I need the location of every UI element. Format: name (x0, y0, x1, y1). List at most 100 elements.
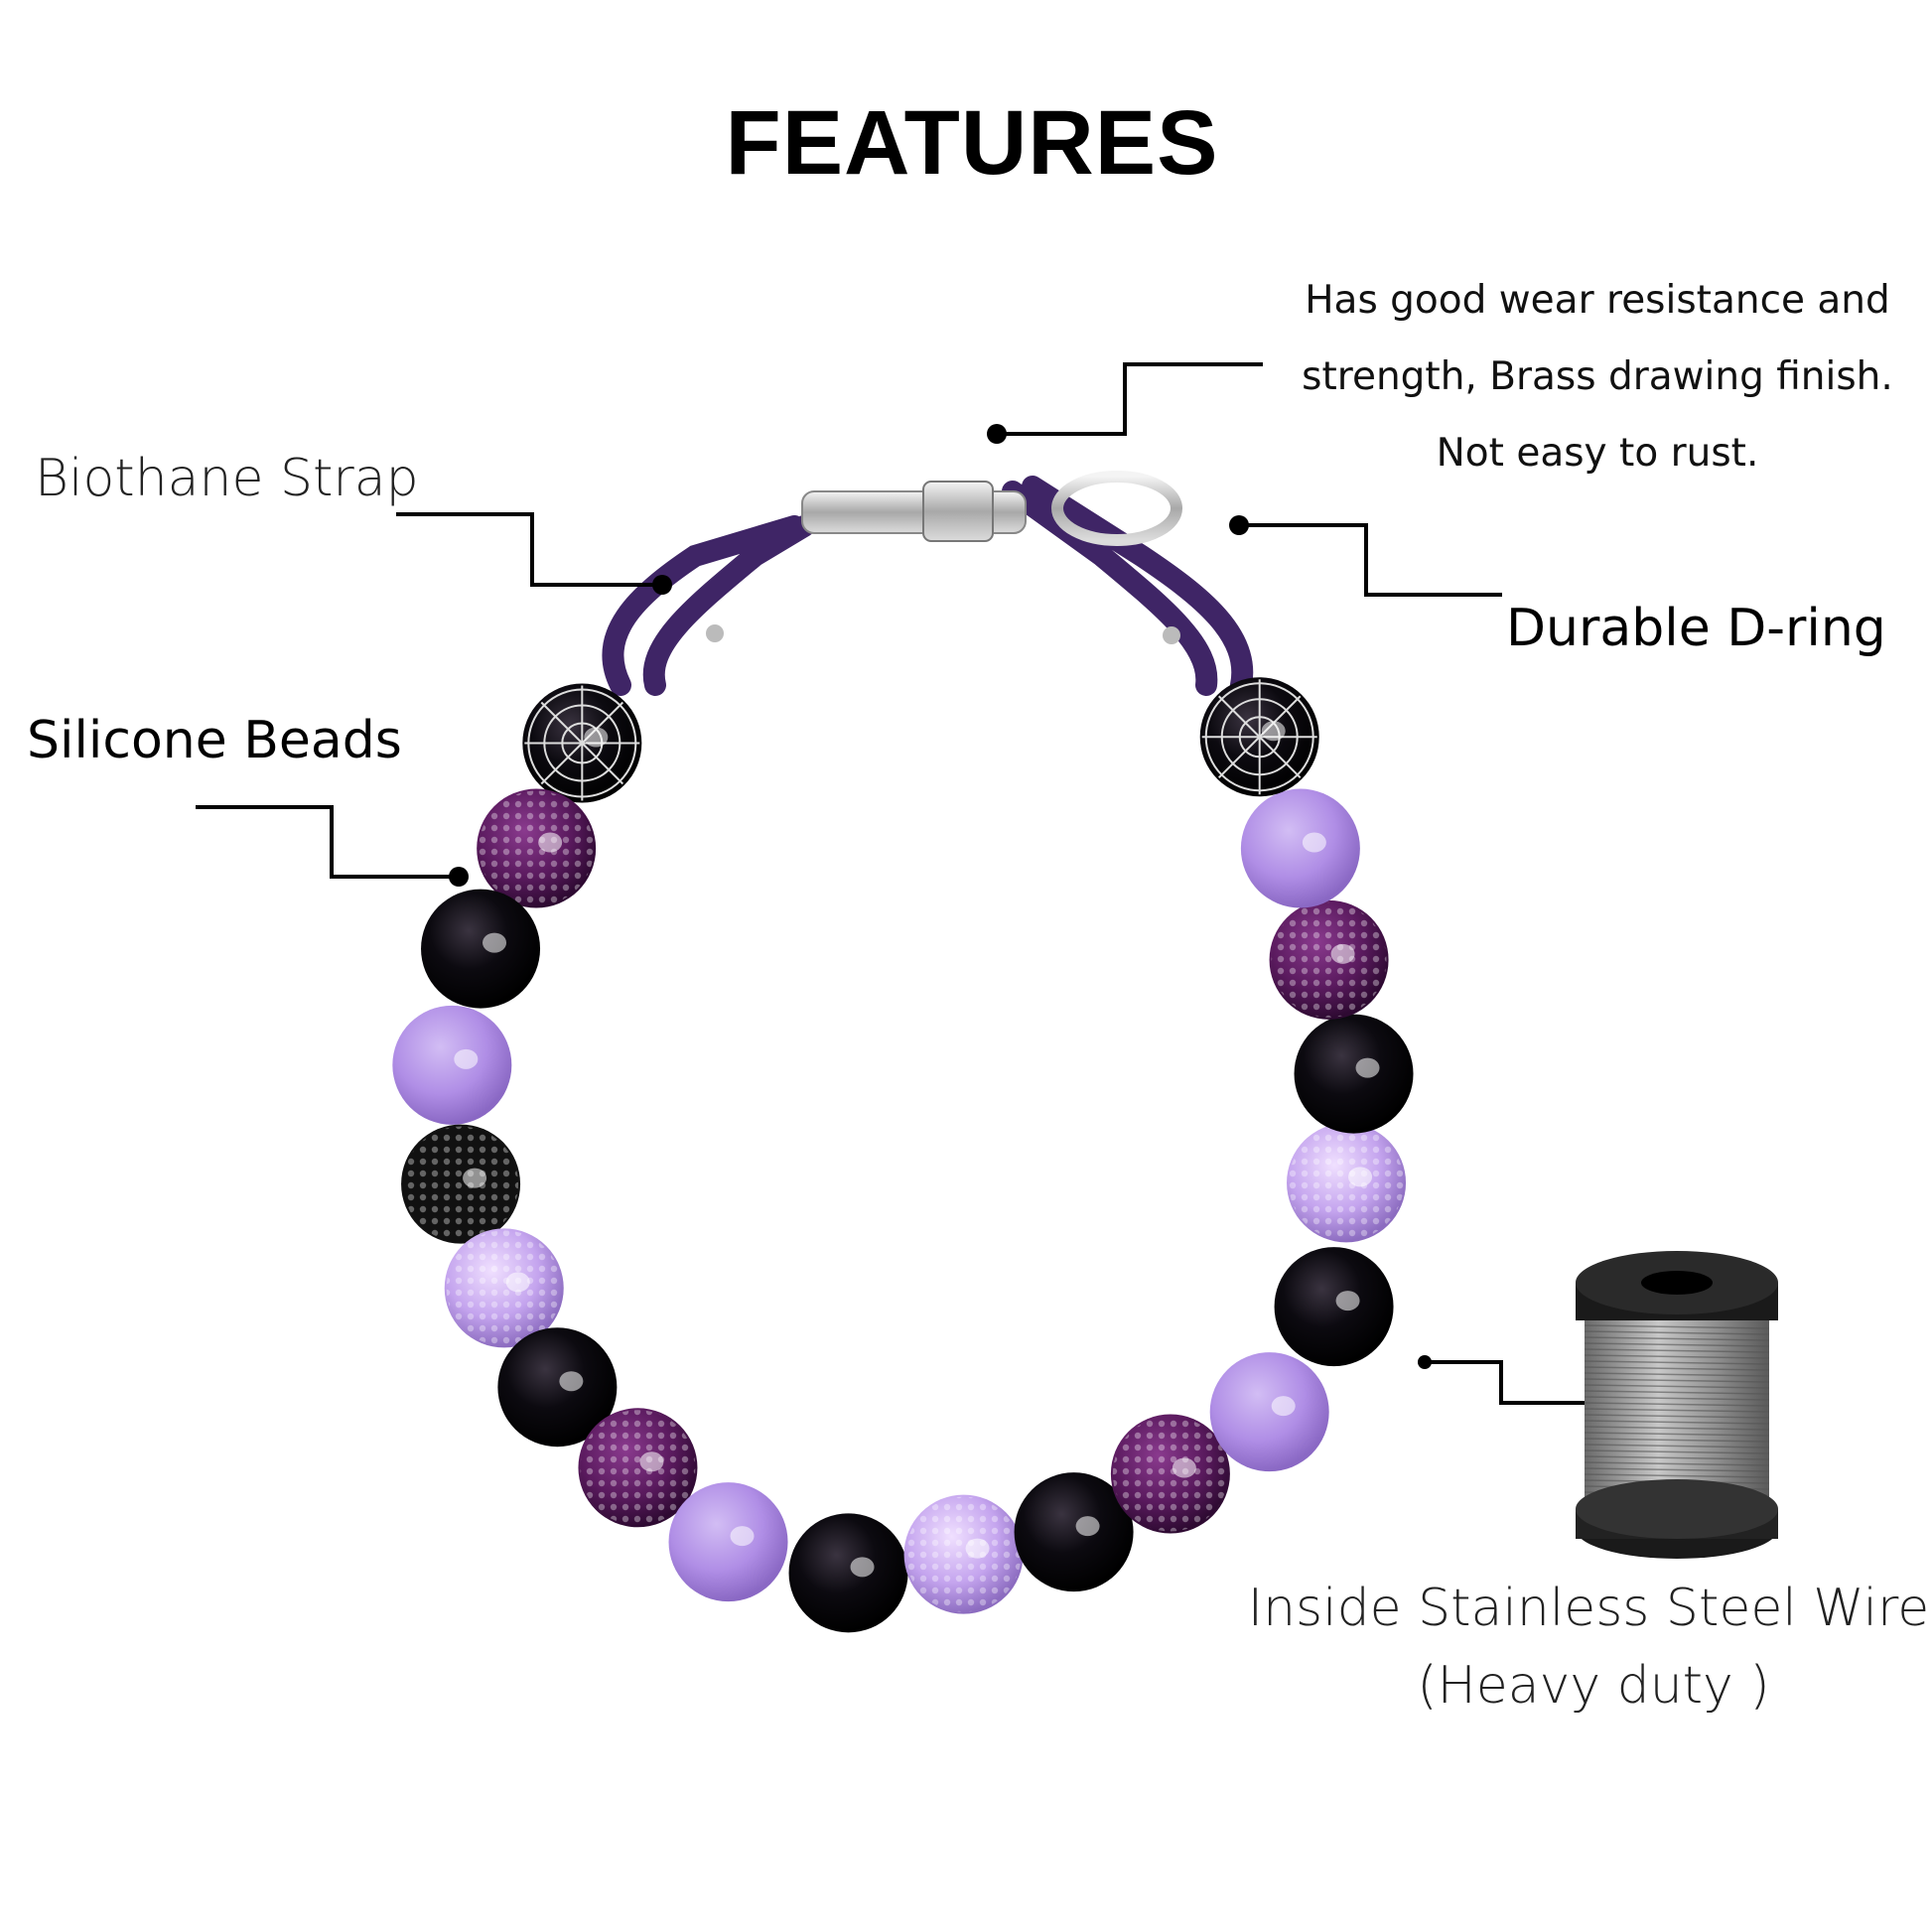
bead-texture (1112, 1416, 1228, 1532)
wire-winding (1584, 1426, 1770, 1431)
wire-winding (1584, 1444, 1770, 1449)
clasp-description-line: Not easy to rust. (1436, 431, 1759, 476)
wire-winding (1584, 1467, 1770, 1472)
spiderweb-ring (543, 704, 621, 782)
facet-bead (788, 1513, 908, 1633)
bead-highlight (1335, 1291, 1360, 1311)
spiderweb-line (540, 742, 584, 785)
bead-highlight (483, 932, 507, 953)
beads-leader-line (196, 805, 459, 879)
biothane-strap-label: Biothane Strap (35, 449, 419, 508)
wire-winding (1584, 1360, 1770, 1365)
wire-winding (1584, 1324, 1770, 1329)
wire-winding (1584, 1336, 1770, 1341)
bead-texture (905, 1496, 1022, 1612)
bead-highlight (639, 1451, 664, 1472)
spiderweb-line (1259, 736, 1302, 778)
bead-highlight (559, 1371, 584, 1392)
biothane-strap (602, 476, 1254, 696)
wire-winding (1584, 1348, 1770, 1353)
bead-texture (1271, 901, 1387, 1018)
leader-lines (196, 362, 1586, 1405)
spiderweb-line (1217, 736, 1261, 778)
clasp-pointer-dot (987, 424, 1007, 444)
bead-highlight (505, 1272, 530, 1293)
wire-label-line1: Inside Stainless Steel Wire (1247, 1579, 1930, 1638)
wire-pointer-dot (1418, 1355, 1432, 1369)
bead-highlight (1355, 1057, 1380, 1078)
durable-d-ring-label: Durable D-ring (1506, 599, 1886, 658)
page-title: FEATURES (725, 92, 1219, 194)
bead-highlight (538, 832, 563, 853)
wire-winding (1584, 1330, 1770, 1335)
wire-winding (1584, 1449, 1770, 1454)
wire-winding (1584, 1438, 1770, 1443)
rivet-icon (706, 624, 724, 642)
black-bead (421, 889, 541, 1009)
bead-highlight (965, 1538, 990, 1559)
bead-texture (1289, 1125, 1405, 1241)
wire-winding (1584, 1473, 1770, 1478)
lav-bead (1240, 788, 1360, 908)
lav-bead (668, 1482, 788, 1602)
lav-bead (1209, 1352, 1329, 1472)
spiderweb-line (540, 701, 584, 745)
lav-bead (392, 1005, 512, 1125)
bead-texture (403, 1126, 519, 1242)
dring-pointer-dot (1229, 515, 1249, 535)
wire-winding (1584, 1432, 1770, 1437)
bead-texture (446, 1230, 562, 1346)
wire-winding (1584, 1396, 1770, 1401)
facet-bead (1274, 1247, 1394, 1367)
wire-leader-line (1425, 1360, 1586, 1405)
bead-highlight (1330, 943, 1355, 964)
strap-leader-line (396, 512, 662, 587)
wire-winding (1584, 1420, 1770, 1425)
bead-highlight (850, 1557, 875, 1578)
spiderweb-ring (527, 688, 637, 798)
black-bead (1294, 1014, 1414, 1134)
wire-spool-icon (1576, 1251, 1778, 1559)
strap-pointer-dot (652, 575, 672, 595)
clasp-leader-line (997, 362, 1263, 436)
black-bead (497, 1327, 618, 1448)
wire-winding (1584, 1461, 1770, 1466)
wire-label-line2: (Heavy duty ) (1417, 1656, 1770, 1716)
spiderweb-ring (1220, 698, 1299, 776)
wire-winding (1584, 1378, 1770, 1383)
wire-winding (1584, 1342, 1770, 1347)
bead-highlight (584, 727, 609, 748)
dring-leader-line (1239, 523, 1502, 597)
bead-highlight (463, 1168, 487, 1188)
wire-winding (1584, 1384, 1770, 1389)
bead-highlight (1348, 1167, 1373, 1187)
silicone-beads-label: Silicone Beads (27, 711, 402, 770)
bead-highlight (1271, 1396, 1296, 1417)
bead-texture (580, 1410, 696, 1526)
wire-winding (1584, 1402, 1770, 1407)
spiderweb-line (1217, 695, 1261, 738)
wire-winding (1584, 1390, 1770, 1395)
wire-winding (1584, 1408, 1770, 1413)
d-ring (1051, 471, 1182, 546)
clasp-description-line: strength, Brass drawing finish. (1302, 354, 1893, 399)
bead-highlight (1261, 721, 1286, 742)
bead-highlight (730, 1526, 755, 1547)
clasp-description-line: Has good wear resistance and (1305, 278, 1890, 323)
bead-highlight (1302, 832, 1326, 853)
wire-winding (1584, 1414, 1770, 1419)
black-bead (1014, 1472, 1134, 1592)
bead-highlight (1172, 1457, 1196, 1478)
wire-winding (1584, 1455, 1770, 1460)
clasp (801, 481, 1027, 542)
beads-pointer-dot (449, 867, 469, 887)
wire-winding (1584, 1354, 1770, 1359)
spiderweb-ring (1204, 682, 1314, 792)
wire-winding (1584, 1366, 1770, 1371)
wire-winding (1584, 1372, 1770, 1377)
bead-texture (479, 790, 595, 906)
bead-highlight (454, 1048, 479, 1069)
spiderweb-line (581, 742, 624, 785)
